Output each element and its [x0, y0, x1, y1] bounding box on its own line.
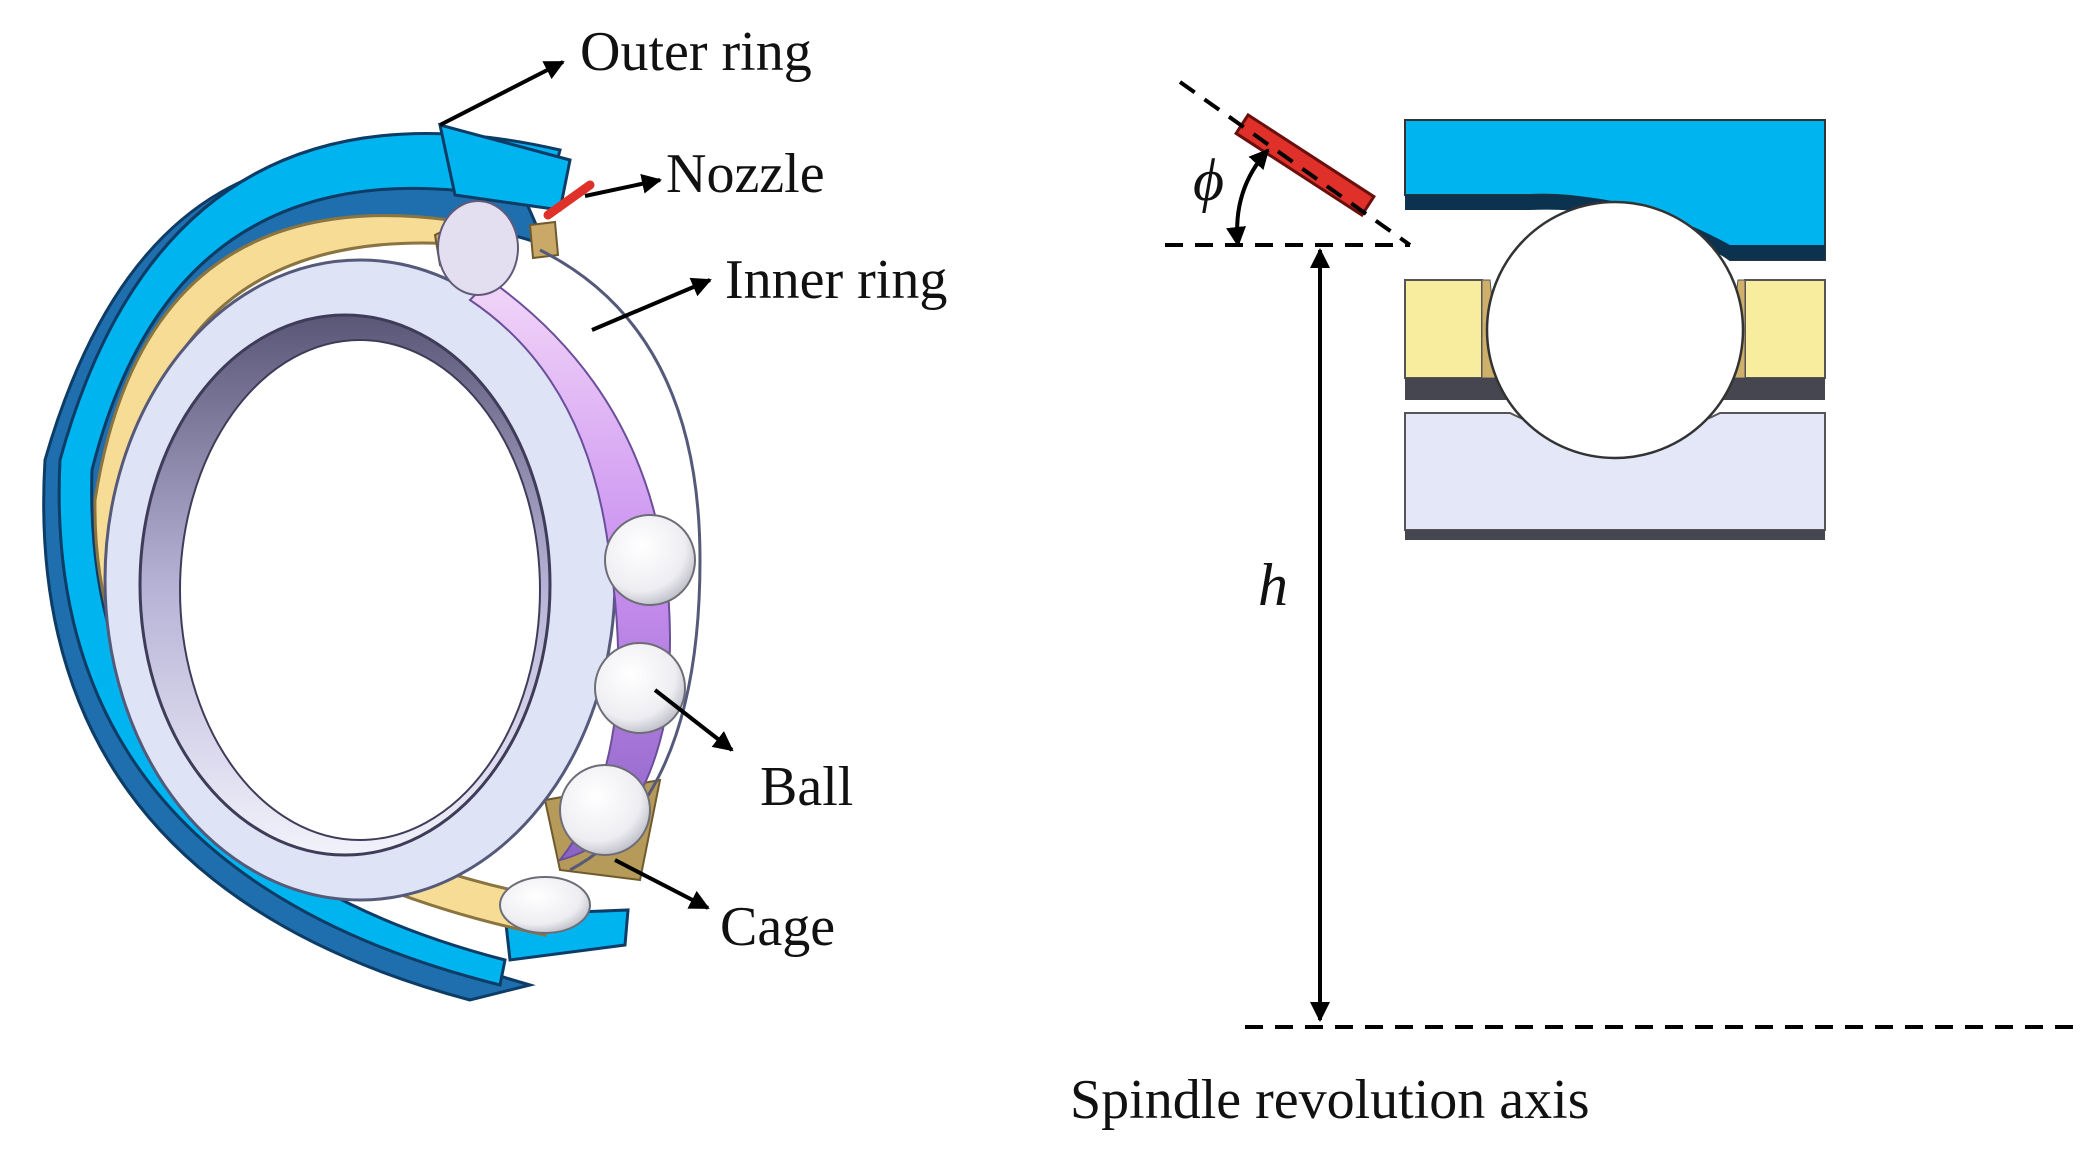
cage-pocket-top-right	[528, 220, 560, 260]
spindle-axis-label: Spindle revolution axis	[1070, 1069, 1590, 1131]
ball-3	[559, 764, 651, 856]
section-cage-base-left	[1405, 378, 1525, 400]
ball-4	[499, 876, 591, 934]
nozzle-arrow	[584, 173, 662, 198]
ball-arrow	[653, 688, 734, 752]
nozzle-axis-dashed-line	[1178, 80, 1412, 247]
inner-ring-arrow	[591, 277, 712, 332]
ball-label: Ball	[760, 756, 853, 818]
ball-top	[437, 200, 519, 296]
bearing-3d-illustration	[42, 122, 702, 1002]
outer-ring-arrow	[439, 60, 565, 127]
inner-ring-bore-inner	[179, 339, 541, 841]
construction-lines	[1165, 80, 2075, 1029]
phi-angle-arc	[1226, 148, 1270, 247]
section-outer-ring-base	[1405, 194, 1825, 260]
cage-label: Cage	[720, 896, 835, 958]
bearing-cross-section	[1234, 112, 1826, 540]
section-cage-right	[1744, 279, 1826, 379]
nozzle-3d	[543, 180, 595, 220]
section-ball	[1485, 200, 1745, 460]
outer-ring-label: Outer ring	[580, 21, 812, 83]
section-cage-left	[1404, 279, 1483, 379]
ball-1	[604, 514, 696, 606]
cage-arrow	[614, 858, 710, 910]
phi-symbol: ϕ	[1193, 147, 1224, 213]
left-leader-arrows	[439, 60, 734, 910]
ball-2	[594, 642, 686, 734]
inner-ring-label: Inner ring	[725, 249, 947, 311]
h-symbol: h	[1258, 552, 1288, 618]
outer-ring-face	[57, 131, 562, 987]
section-inner-ring-base	[1405, 530, 1825, 540]
nozzle-label: Nozzle	[666, 143, 825, 205]
